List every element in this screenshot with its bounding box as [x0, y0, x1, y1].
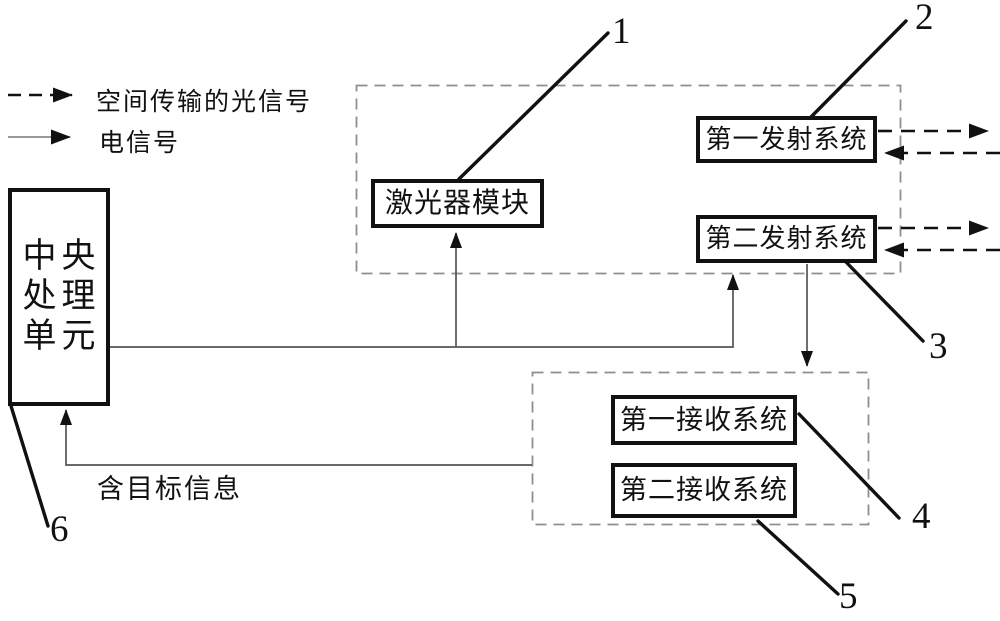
target-info-label: 含目标信息	[97, 474, 242, 504]
laser-module-label: 激光器模块	[384, 187, 530, 219]
ref-numeral-1: 1	[612, 11, 631, 52]
leader-line-ref5	[756, 519, 840, 596]
cpu-box: 中央 处理 单元	[8, 188, 110, 406]
ref-numeral-5: 5	[839, 576, 858, 617]
leader-line-ref3	[844, 260, 925, 343]
electrical-line-receiver-group-to-cpu	[60, 409, 532, 466]
leader-line-ref1	[457, 31, 610, 181]
cpu-label-line1: 中央	[22, 237, 101, 275]
receiver-1-box: 第一接收系统	[611, 395, 797, 445]
transmitter-1-label: 第一发射系统	[705, 124, 868, 154]
legend-electrical-label: 电信号	[99, 130, 181, 157]
ref-numeral-2: 2	[915, 0, 934, 38]
receiver-2-label: 第二接收系统	[620, 475, 788, 506]
cpu-label-line3: 单元	[22, 318, 101, 356]
leader-line-ref6	[9, 404, 50, 528]
transmitter-1-box: 第一发射系统	[696, 116, 877, 163]
laser-module-box: 激光器模块	[371, 179, 544, 228]
ref-numeral-4: 4	[912, 496, 931, 537]
transmitter-2-box: 第二发射系统	[696, 215, 877, 263]
legend-optical-label: 空间传输的光信号	[96, 89, 313, 116]
ref-numeral-3: 3	[929, 326, 948, 367]
electrical-line-cpu-to-transmitter-2	[110, 274, 739, 348]
leader-line-ref4	[797, 412, 901, 520]
cpu-label-line2: 处理	[22, 277, 101, 315]
receiver-1-label: 第一接收系统	[620, 404, 788, 435]
transmitter-2-label: 第二发射系统	[705, 224, 868, 254]
ref-numeral-6: 6	[50, 509, 69, 550]
receiver-2-box: 第二接收系统	[611, 463, 797, 518]
leader-line-ref2	[809, 19, 908, 119]
